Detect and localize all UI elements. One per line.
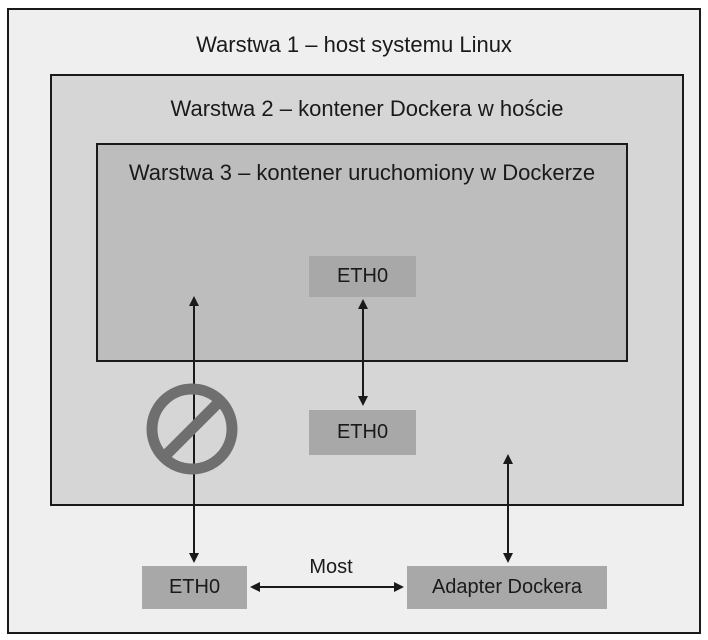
bridge-label: Most: [309, 556, 353, 578]
container-eth0-node: ETH0: [309, 256, 416, 297]
layer-2-title: Warstwa 2 – kontener Dockera w hoście: [170, 96, 564, 121]
no-entry-icon: [146, 383, 238, 475]
docker-eth0-node: ETH0: [309, 410, 416, 455]
host-eth0-node: ETH0: [142, 566, 247, 609]
docker-adapter-node: Adapter Dockera: [407, 566, 607, 609]
layer-3-title: Warstwa 3 – kontener uruchomiony w Docke…: [128, 160, 596, 185]
layer-1-title: Warstwa 1 – host systemu Linux: [196, 32, 512, 57]
